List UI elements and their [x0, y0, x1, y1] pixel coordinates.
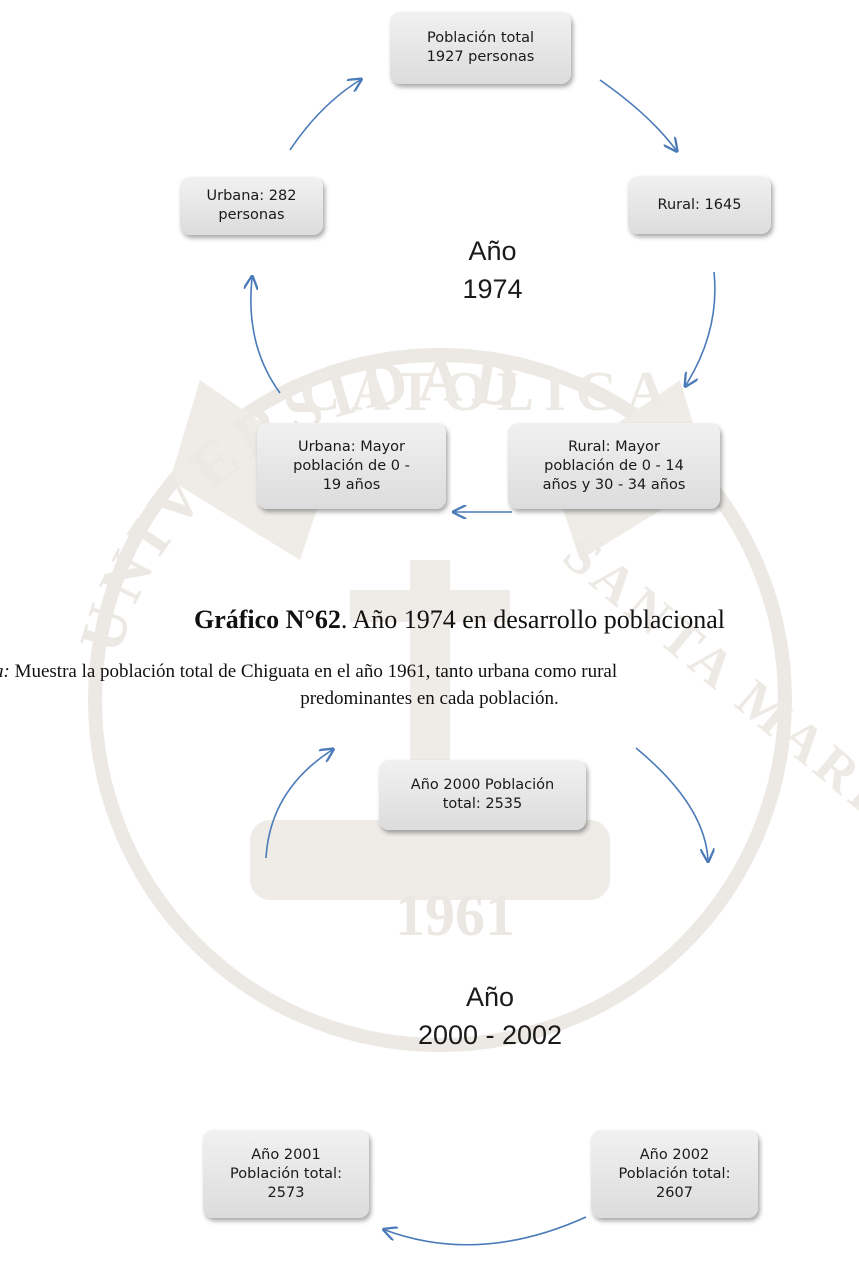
arrow-top-to-rural	[599, 79, 676, 150]
note-line-1: Muestra la población total de Chiguata e…	[9, 661, 618, 682]
figure-title: . Año 1974 en desarrollo poblacional	[340, 605, 725, 634]
figure-note-line-2: predominantes en cada población.	[300, 688, 559, 709]
figure-caption: Gráfico N°62. Año 1974 en desarrollo pob…	[0, 605, 859, 635]
seal-ring-top-text: CATOLICA	[300, 361, 677, 423]
node-urban-1974: Urbana: 282 personas	[180, 177, 323, 235]
center-label-1974: Año 1974	[462, 236, 523, 304]
center-label-2000-2002: Año 2000 - 2002	[417, 982, 563, 1050]
node-2001-population: Año 2001 Población total: 2573	[203, 1130, 369, 1218]
arrow-2000-to-2002	[635, 747, 708, 860]
seal-year-text: 1961	[395, 882, 515, 948]
arrow-urban-detail-to-urban	[251, 278, 281, 394]
node-rural-1974: Rural: 1645	[628, 176, 771, 234]
figure-number: Gráfico N°62	[194, 605, 341, 634]
arrow-rural-to-rural-detail	[686, 271, 716, 385]
node-total-population-1974: Población total 1927 personas	[390, 12, 571, 84]
node-urban-detail-1974: Urbana: Mayor población de 0 - 19 años	[257, 423, 446, 509]
node-rural-detail-1974: Rural: Mayor población de 0 - 14 años y …	[508, 423, 720, 509]
arrow-2002-to-2001	[385, 1216, 587, 1246]
node-2002-population: Año 2002 Población total: 2607	[591, 1130, 758, 1218]
note-lead: a:	[0, 661, 10, 682]
node-2000-population: Año 2000 Población total: 2535	[379, 760, 586, 830]
arrow-urban-to-top	[289, 80, 360, 151]
arrow-2001-to-2000	[265, 750, 332, 859]
